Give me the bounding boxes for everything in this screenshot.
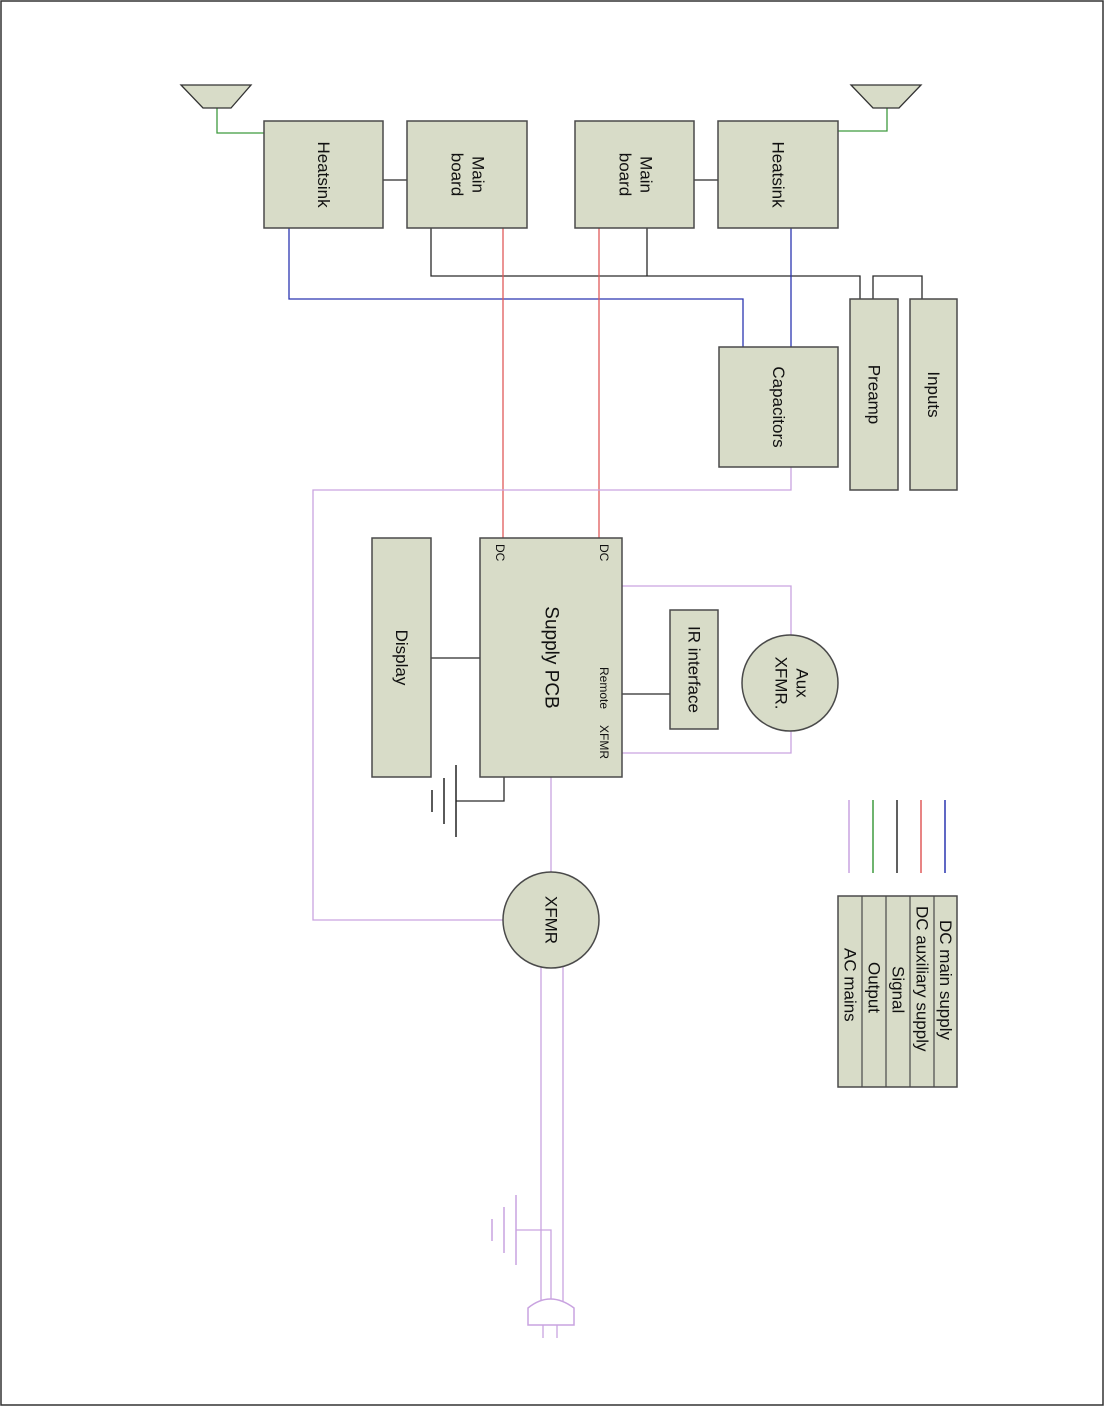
dc-main-wire-left [288, 228, 744, 347]
block-capacitors: Capacitors [718, 346, 839, 468]
wires [216, 108, 923, 1338]
legend-item-signal: Signal [889, 966, 908, 1013]
legend-item-dc-aux: DC auxiliary supply [913, 906, 932, 1052]
label-xfmr: XFMR [542, 896, 561, 944]
ac-wire-supply-aux-top [622, 585, 792, 636]
block-display: Display [371, 537, 432, 778]
block-mainboard-right: Main board [574, 120, 695, 229]
speaker-right-icon [849, 84, 923, 109]
label-capacitors: Capacitors [769, 366, 788, 447]
ground-symbol-supply-icon [431, 765, 457, 837]
block-aux-xfmr: Aux XFMR. [741, 634, 839, 732]
legend-item-dc-main: DC main supply [936, 920, 955, 1040]
legend-item-ac-mains: AC mains [841, 948, 860, 1022]
legend-item-output: Output [865, 962, 884, 1013]
label-heatsink-right: Heatsink [769, 141, 788, 208]
legend: DC main supply DC auxiliary supply Signa… [837, 800, 958, 1088]
ac-wire-supply-aux-bottom [622, 731, 792, 754]
label-aux-xfmr-1: Aux [793, 668, 812, 698]
port-dc-left: DC [493, 544, 507, 562]
block-preamp: Preamp [849, 298, 899, 491]
ground-symbol-mains-icon [491, 1195, 517, 1265]
legend-box [837, 895, 958, 1088]
label-mainboard-right-2: board [616, 153, 635, 196]
signal-bus [430, 228, 861, 299]
label-supply-pcb: Supply PCB [541, 606, 562, 708]
label-mainboard-left-2: board [448, 153, 467, 196]
signal-wire-preamp-inputs [872, 275, 923, 299]
block-heatsink-left: Heatsink [263, 120, 384, 229]
block-mainboard-left: Main board [406, 120, 528, 229]
ac-plug-icon [527, 1298, 575, 1326]
ac-wire-capacitors-xfmr [312, 467, 792, 921]
block-heatsink-right: Heatsink [717, 120, 839, 229]
label-heatsink-left: Heatsink [314, 141, 333, 208]
label-display: Display [392, 630, 411, 686]
label-mainboard-left-1: Main [469, 156, 488, 193]
speaker-left-icon [179, 84, 253, 109]
port-dc-right: DC [597, 544, 611, 562]
label-ir-interface: IR interface [685, 626, 704, 713]
label-preamp: Preamp [865, 365, 884, 425]
label-mainboard-right-1: Main [637, 156, 656, 193]
block-ir-interface: IR interface [669, 609, 719, 730]
port-remote: Remote [597, 667, 611, 709]
port-xfmr: XFMR [597, 725, 611, 759]
ac-wire-earth [516, 1229, 552, 1300]
block-xfmr: XFMR [502, 871, 600, 969]
ground-wire-supply [456, 777, 505, 802]
label-aux-xfmr-2: XFMR. [772, 657, 791, 710]
output-wire-right [838, 108, 888, 132]
block-supply-pcb: Supply PCB DC DC Remote XFMR [479, 537, 623, 778]
block-inputs: Inputs [909, 298, 958, 491]
output-wire-left [216, 108, 264, 134]
label-inputs: Inputs [924, 371, 943, 417]
